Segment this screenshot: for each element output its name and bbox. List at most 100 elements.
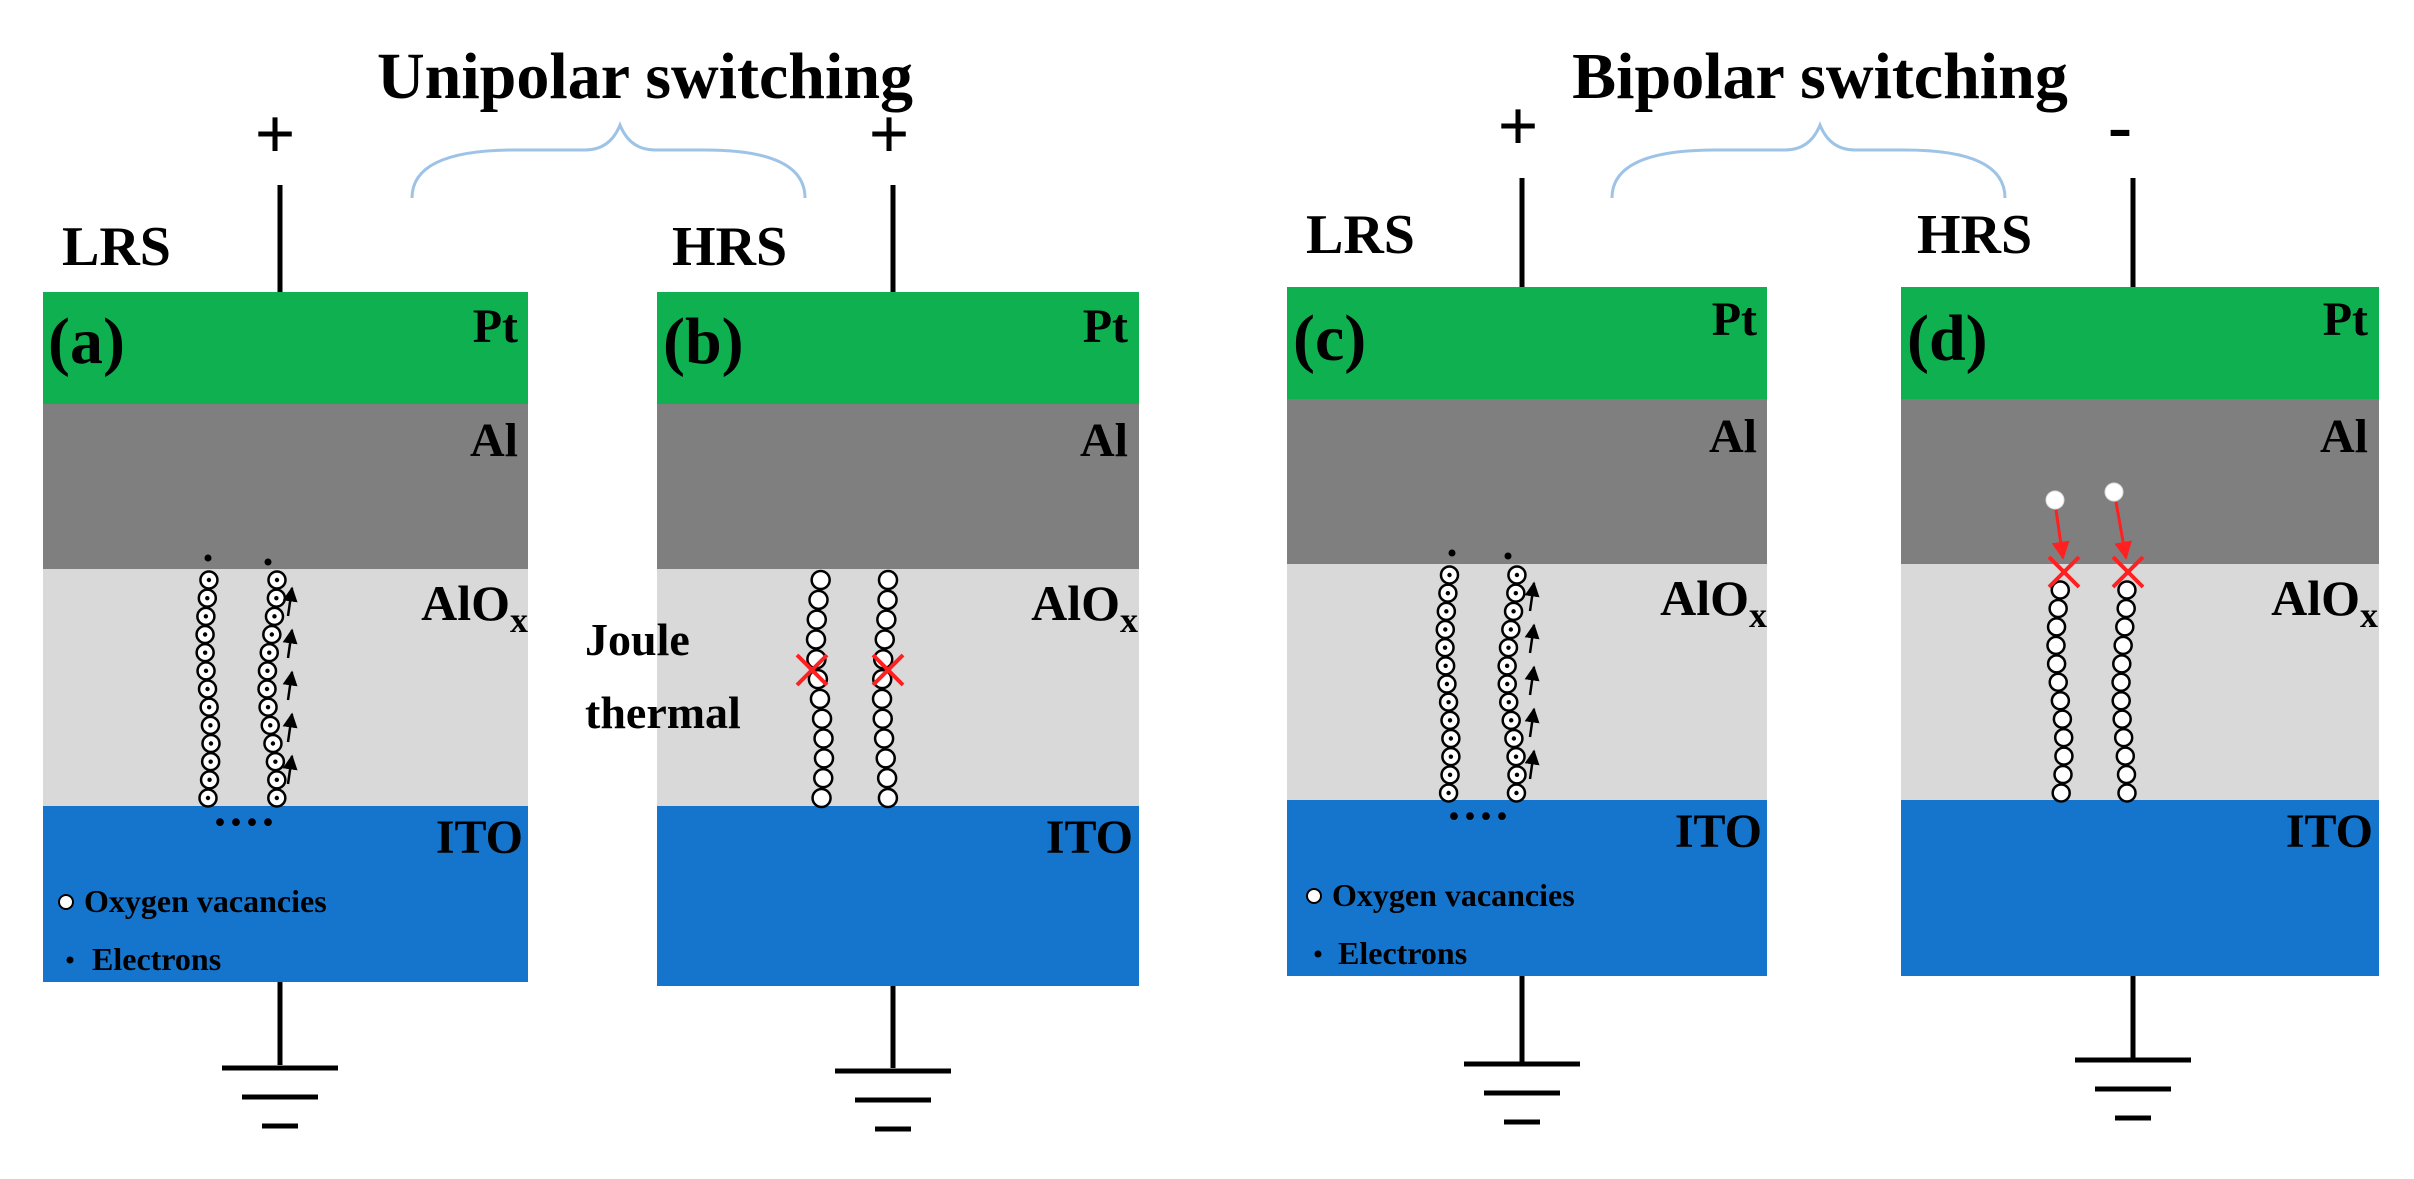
polarity-sign: +	[1497, 86, 1538, 166]
electron	[268, 723, 273, 728]
electron-flow-arrow	[282, 712, 298, 743]
pt-label: Pt	[1712, 293, 1757, 346]
oxygen-vacancy	[2046, 617, 2067, 637]
pt-label: Pt	[2323, 293, 2368, 346]
electron	[264, 558, 272, 566]
electron	[1448, 736, 1454, 741]
electron	[269, 632, 275, 637]
oxygen-vacancy	[2116, 598, 2136, 619]
oxygen-vacancy	[871, 688, 893, 710]
electron	[1508, 627, 1514, 632]
ito-label: ITO	[1046, 811, 1133, 864]
legend-vacancies: Oxygen vacancies	[84, 883, 327, 919]
electron	[1447, 572, 1452, 578]
electron	[202, 632, 208, 637]
oxygen-vacancy	[810, 569, 831, 591]
oxygen-vacancy	[2053, 727, 2074, 748]
electron	[1444, 681, 1450, 687]
state-label: LRS	[62, 216, 171, 278]
electron	[208, 741, 214, 746]
electron	[1448, 549, 1456, 557]
electron	[1448, 754, 1454, 759]
electron	[1445, 590, 1451, 596]
oxygen-vacancy	[876, 767, 898, 789]
filaments	[1435, 549, 1540, 803]
filaments	[795, 569, 905, 809]
pt-layer	[1287, 287, 1767, 399]
electron-row: ····	[212, 796, 276, 849]
electron	[205, 686, 210, 692]
oxygen-vacancy	[2117, 580, 2137, 600]
ground-icon	[835, 1068, 951, 1132]
ito-label: ITO	[1675, 805, 1762, 858]
oxygen-vacancy	[2051, 783, 2071, 803]
electron	[1443, 663, 1448, 669]
al-label: Al	[1709, 410, 1757, 463]
electron	[208, 759, 213, 764]
electron	[1514, 572, 1520, 578]
electron	[274, 777, 280, 783]
oxygen-vacancy	[2046, 635, 2066, 656]
state-label: HRS	[672, 216, 787, 278]
electron	[1505, 681, 1510, 687]
electron	[1511, 736, 1517, 741]
unipolar-title: Unipolar switching	[377, 40, 913, 113]
oxygen-vacancy	[2117, 783, 2137, 803]
ground-icon	[222, 1065, 338, 1129]
oxygen-vacancy	[811, 787, 832, 809]
electron-flow-arrow	[1524, 623, 1540, 654]
oxygen-vacancy	[809, 688, 831, 710]
oxygen-vacancy	[2053, 764, 2073, 785]
oxygen-vacancy	[872, 708, 893, 729]
electron	[267, 650, 272, 655]
panel-label: (c)	[1293, 302, 1366, 375]
electron	[274, 795, 280, 801]
electron	[1504, 552, 1512, 560]
polarity-sign: +	[868, 94, 909, 174]
pt-layer	[43, 292, 528, 404]
bipolar-title: Bipolar switching	[1572, 40, 2068, 113]
oxygen-vacancy	[2050, 690, 2071, 711]
break-mark	[2111, 555, 2145, 589]
panel-b: (b) HRS Pt Al AlOx ITO + Joule thermal	[585, 94, 1139, 1132]
alox-label: AlOx	[1031, 575, 1138, 640]
ito-layer	[1287, 800, 1767, 976]
unipolar-brace	[410, 120, 807, 199]
legend-vacancies: Oxygen vacancies	[1332, 877, 1575, 913]
legend-electron-icon	[66, 956, 74, 964]
oxygen-vacancy	[2115, 746, 2136, 766]
ito-label: ITO	[436, 811, 523, 864]
electron-row: ····	[1446, 790, 1510, 843]
break-mark	[795, 653, 829, 687]
electron	[1447, 718, 1453, 723]
panel-d: (d) HRS Pt Al AlOx ITO -	[1901, 86, 2379, 1121]
state-label: HRS	[1917, 204, 2032, 266]
alox-layer	[1901, 564, 2379, 800]
electron	[205, 595, 210, 601]
oxygen-vacancy	[877, 589, 898, 611]
electron	[272, 614, 277, 619]
filaments	[2045, 482, 2145, 803]
electron	[1513, 754, 1519, 759]
oxygen-vacancy	[805, 629, 827, 650]
electron	[1447, 772, 1453, 778]
panel-c: (c) LRS Pt Al AlOx ITO + ···· Oxygen vac…	[1287, 86, 1767, 1125]
filaments	[195, 554, 298, 808]
oxygen-vacancy	[874, 629, 896, 650]
electron	[1509, 718, 1514, 723]
polarity-sign: -	[2108, 86, 2132, 166]
electron	[265, 704, 271, 710]
oxygen-vacancy	[2046, 654, 2067, 674]
oxygen-vacancy	[871, 668, 893, 690]
electron	[1446, 699, 1451, 705]
electron	[274, 577, 280, 583]
legend-electron-icon	[1314, 950, 1322, 958]
joule-label-line2: thermal	[585, 687, 741, 738]
oxygen-vacancy	[877, 787, 899, 809]
bipolar-brace	[1610, 120, 2007, 199]
electron	[1514, 790, 1519, 796]
legend-vacancy-icon	[1306, 888, 1322, 904]
electron-flow-arrow	[1524, 707, 1540, 738]
electron-flow-arrow	[282, 628, 298, 659]
electron	[208, 723, 213, 728]
